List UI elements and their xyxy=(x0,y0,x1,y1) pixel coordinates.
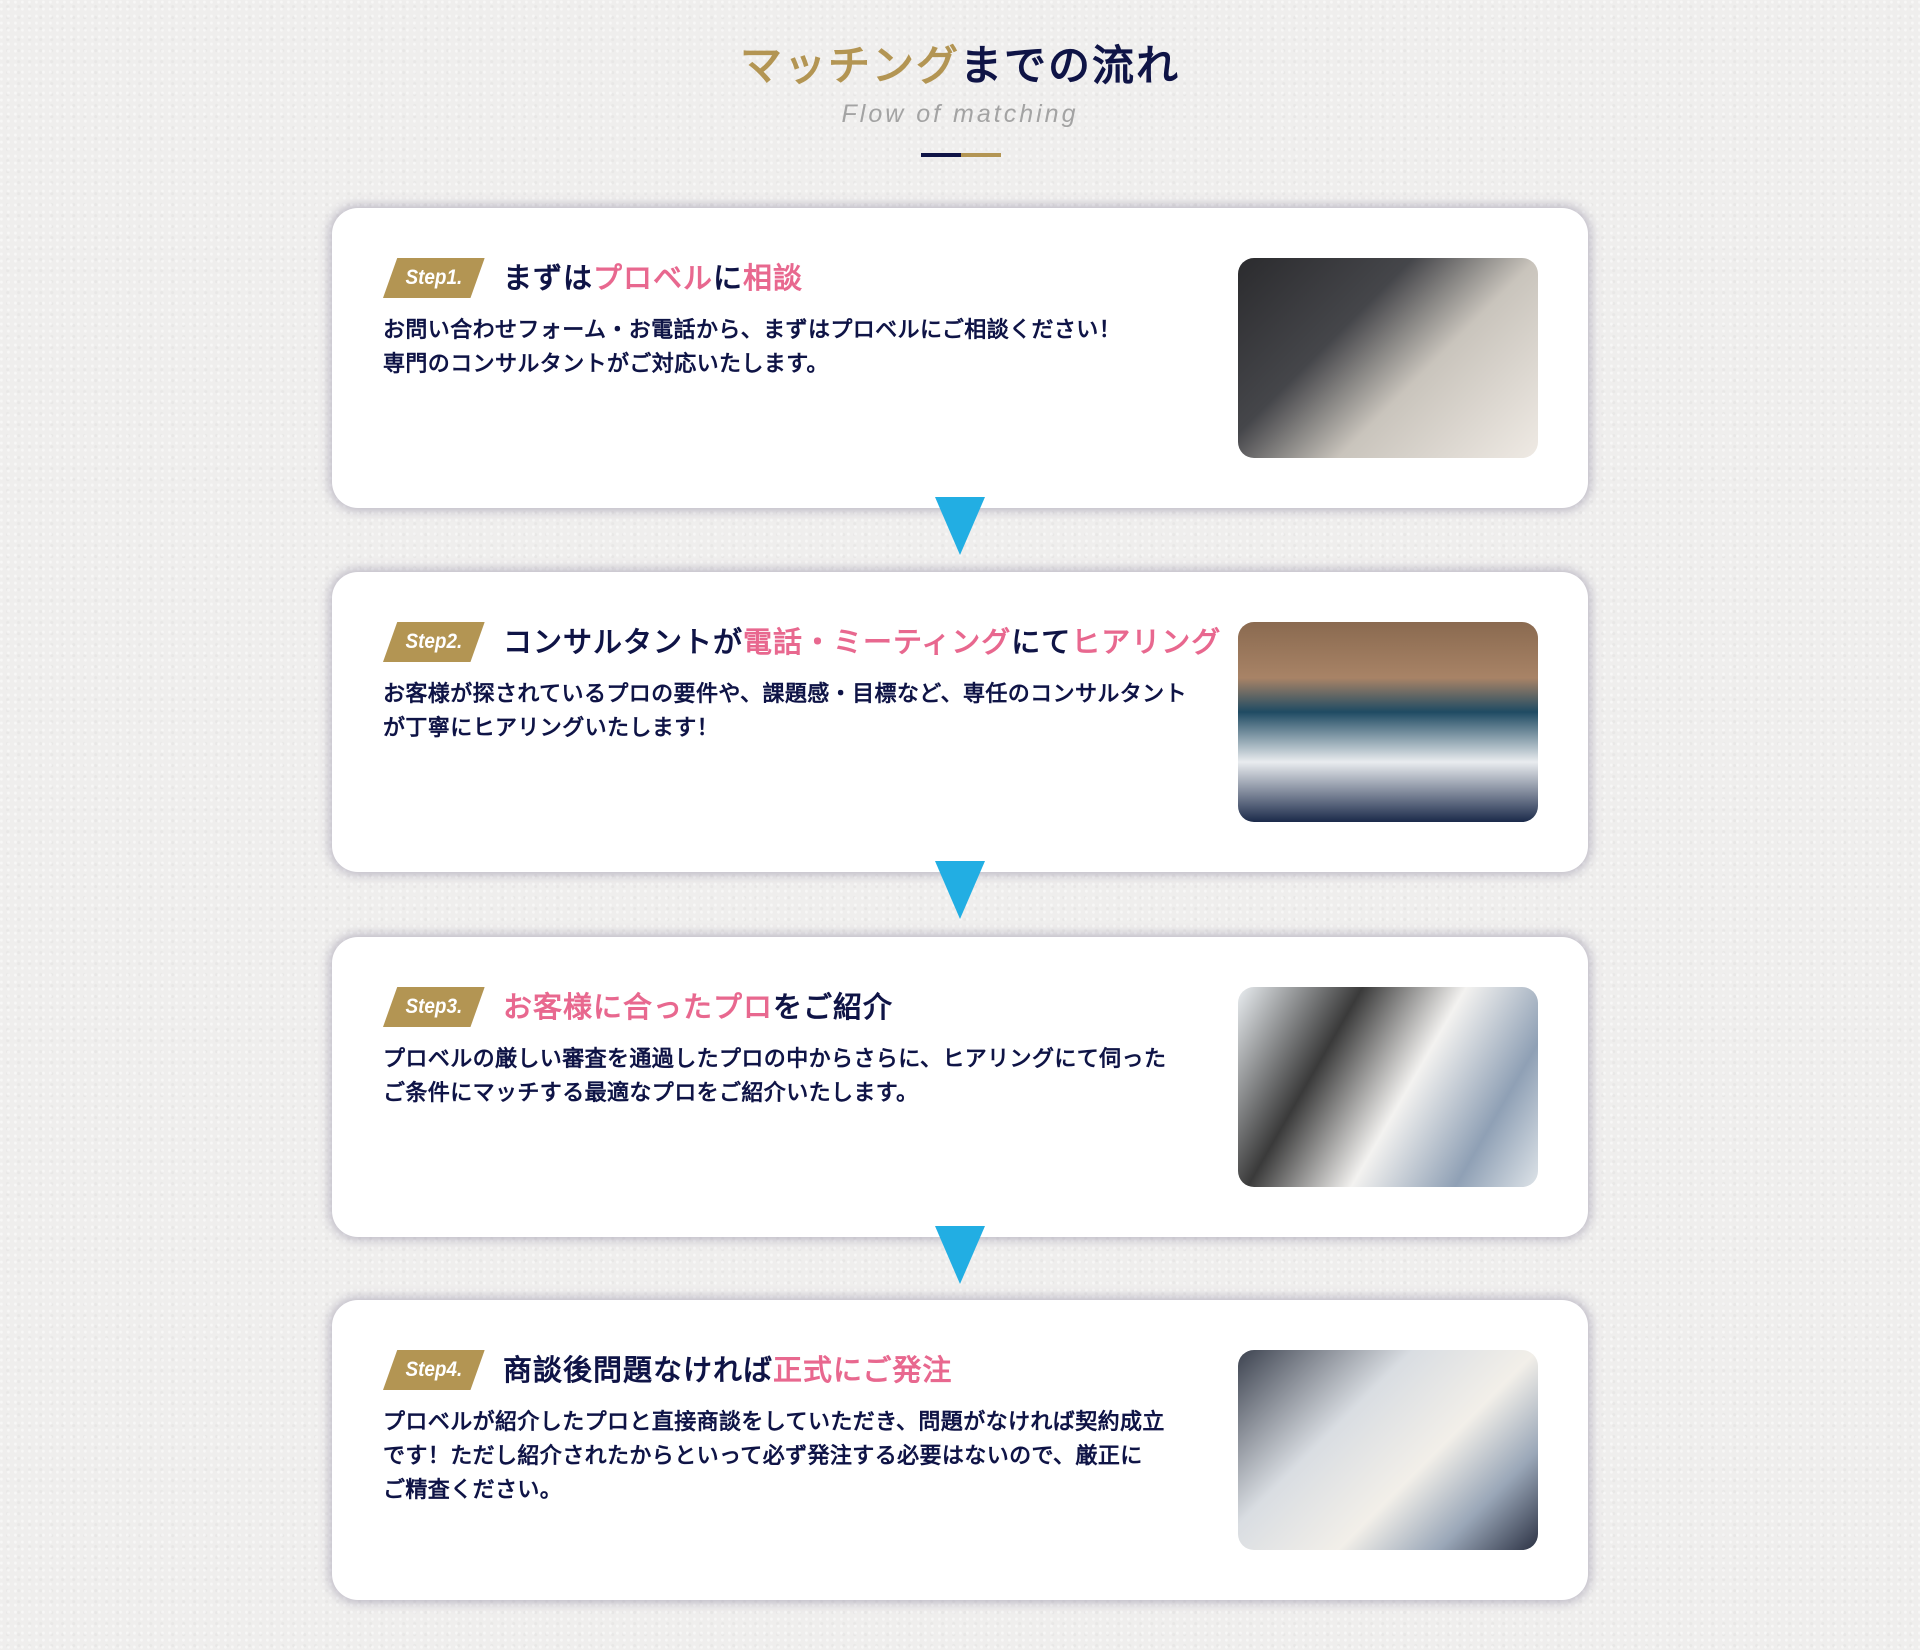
step-badge: Step1. xyxy=(383,258,485,298)
heading-segment: プロベル xyxy=(593,261,714,295)
step-card-4: Step4. 商談後問題なければ正式にご発注プロベルが紹介したプロと直接商談をして… xyxy=(332,1300,1588,1600)
description-line: ご条件にマッチする最適なプロをご紹介いたします。 xyxy=(383,1081,919,1106)
description-line: です！ただし紹介されたからといって必ず発注する必要はないので、厳正に xyxy=(383,1444,1143,1469)
step-badge: Step4. xyxy=(383,1350,485,1390)
heading-segment: お客様に合ったプロ xyxy=(503,990,774,1024)
heading-segment: まずは xyxy=(503,261,594,295)
step-heading: お客様に合ったプロをご紹介 xyxy=(503,987,893,1027)
section-subtitle: Flow of matching xyxy=(841,100,1079,128)
heading-segment: に xyxy=(713,261,744,295)
title-highlight: マッチング xyxy=(739,41,960,90)
step-card-2: Step2. コンサルタントが電話・ミーティングにてヒアリングお客様が探されている… xyxy=(332,572,1588,872)
handshake-photo xyxy=(1238,1350,1538,1550)
heading-segment: ヒアリング xyxy=(1071,625,1222,659)
team-meeting-photo xyxy=(1238,987,1538,1187)
description-line: プロベルが紹介したプロと直接商談をしていただき、問題がなければ契約成立 xyxy=(383,1410,1165,1435)
down-arrow-icon xyxy=(935,861,985,919)
heading-segment: コンサルタントが xyxy=(503,625,744,659)
heading-segment: をご紹介 xyxy=(773,990,894,1024)
down-arrow-icon xyxy=(935,497,985,555)
section-title: マッチングまでの流れ xyxy=(0,32,1920,93)
heading-segment: 商談後問題なければ xyxy=(503,1353,774,1387)
step-description: お問い合わせフォーム・お電話から、まずはプロベルにご相談ください！ 専門のコンサル… xyxy=(383,314,1223,382)
laptop-typing-photo xyxy=(1238,258,1538,458)
title-divider xyxy=(921,153,1001,157)
step-description: プロベルが紹介したプロと直接商談をしていただき、問題がなければ契約成立です！ただ… xyxy=(383,1406,1223,1508)
heading-segment: 電話・ミーティング xyxy=(743,625,1012,659)
description-line: お問い合わせフォーム・お電話から、まずはプロベルにご相談ください！ xyxy=(383,318,1122,343)
heading-segment: にて xyxy=(1011,625,1072,659)
step-card-3: Step3. お客様に合ったプロをご紹介プロベルの厳しい審査を通過したプロの中から… xyxy=(332,937,1588,1237)
step-heading: コンサルタントが電話・ミーティングにてヒアリング xyxy=(503,622,1221,662)
step-badge: Step2. xyxy=(383,622,485,662)
description-line: プロベルの厳しい審査を通過したプロの中からさらに、ヒアリングにて伺った xyxy=(383,1047,1167,1072)
description-line: が丁寧にヒアリングいたします！ xyxy=(383,716,720,741)
down-arrow-icon xyxy=(935,1226,985,1284)
step-description: お客様が探されているプロの要件や、課題感・目標など、専任のコンサルタントが丁寧に… xyxy=(383,678,1223,746)
step-heading: 商談後問題なければ正式にご発注 xyxy=(503,1350,952,1390)
heading-segment: 正式にご発注 xyxy=(773,1353,953,1387)
step-card-1: Step1. まずはプロベルに相談お問い合わせフォーム・お電話から、まずはプロベル… xyxy=(332,208,1588,508)
description-line: お客様が探されているプロの要件や、課題感・目標など、専任のコンサルタント xyxy=(383,682,1187,707)
description-line: 専門のコンサルタントがご対応いたします。 xyxy=(383,352,829,377)
consultant-phone-photo xyxy=(1238,622,1538,822)
title-rest: までの流れ xyxy=(960,41,1181,90)
step-description: プロベルの厳しい審査を通過したプロの中からさらに、ヒアリングにて伺ったご条件にマ… xyxy=(383,1043,1223,1111)
description-line: ご精査ください。 xyxy=(383,1478,563,1503)
step-badge: Step3. xyxy=(383,987,485,1027)
heading-segment: 相談 xyxy=(743,261,804,295)
step-heading: まずはプロベルに相談 xyxy=(503,258,803,298)
